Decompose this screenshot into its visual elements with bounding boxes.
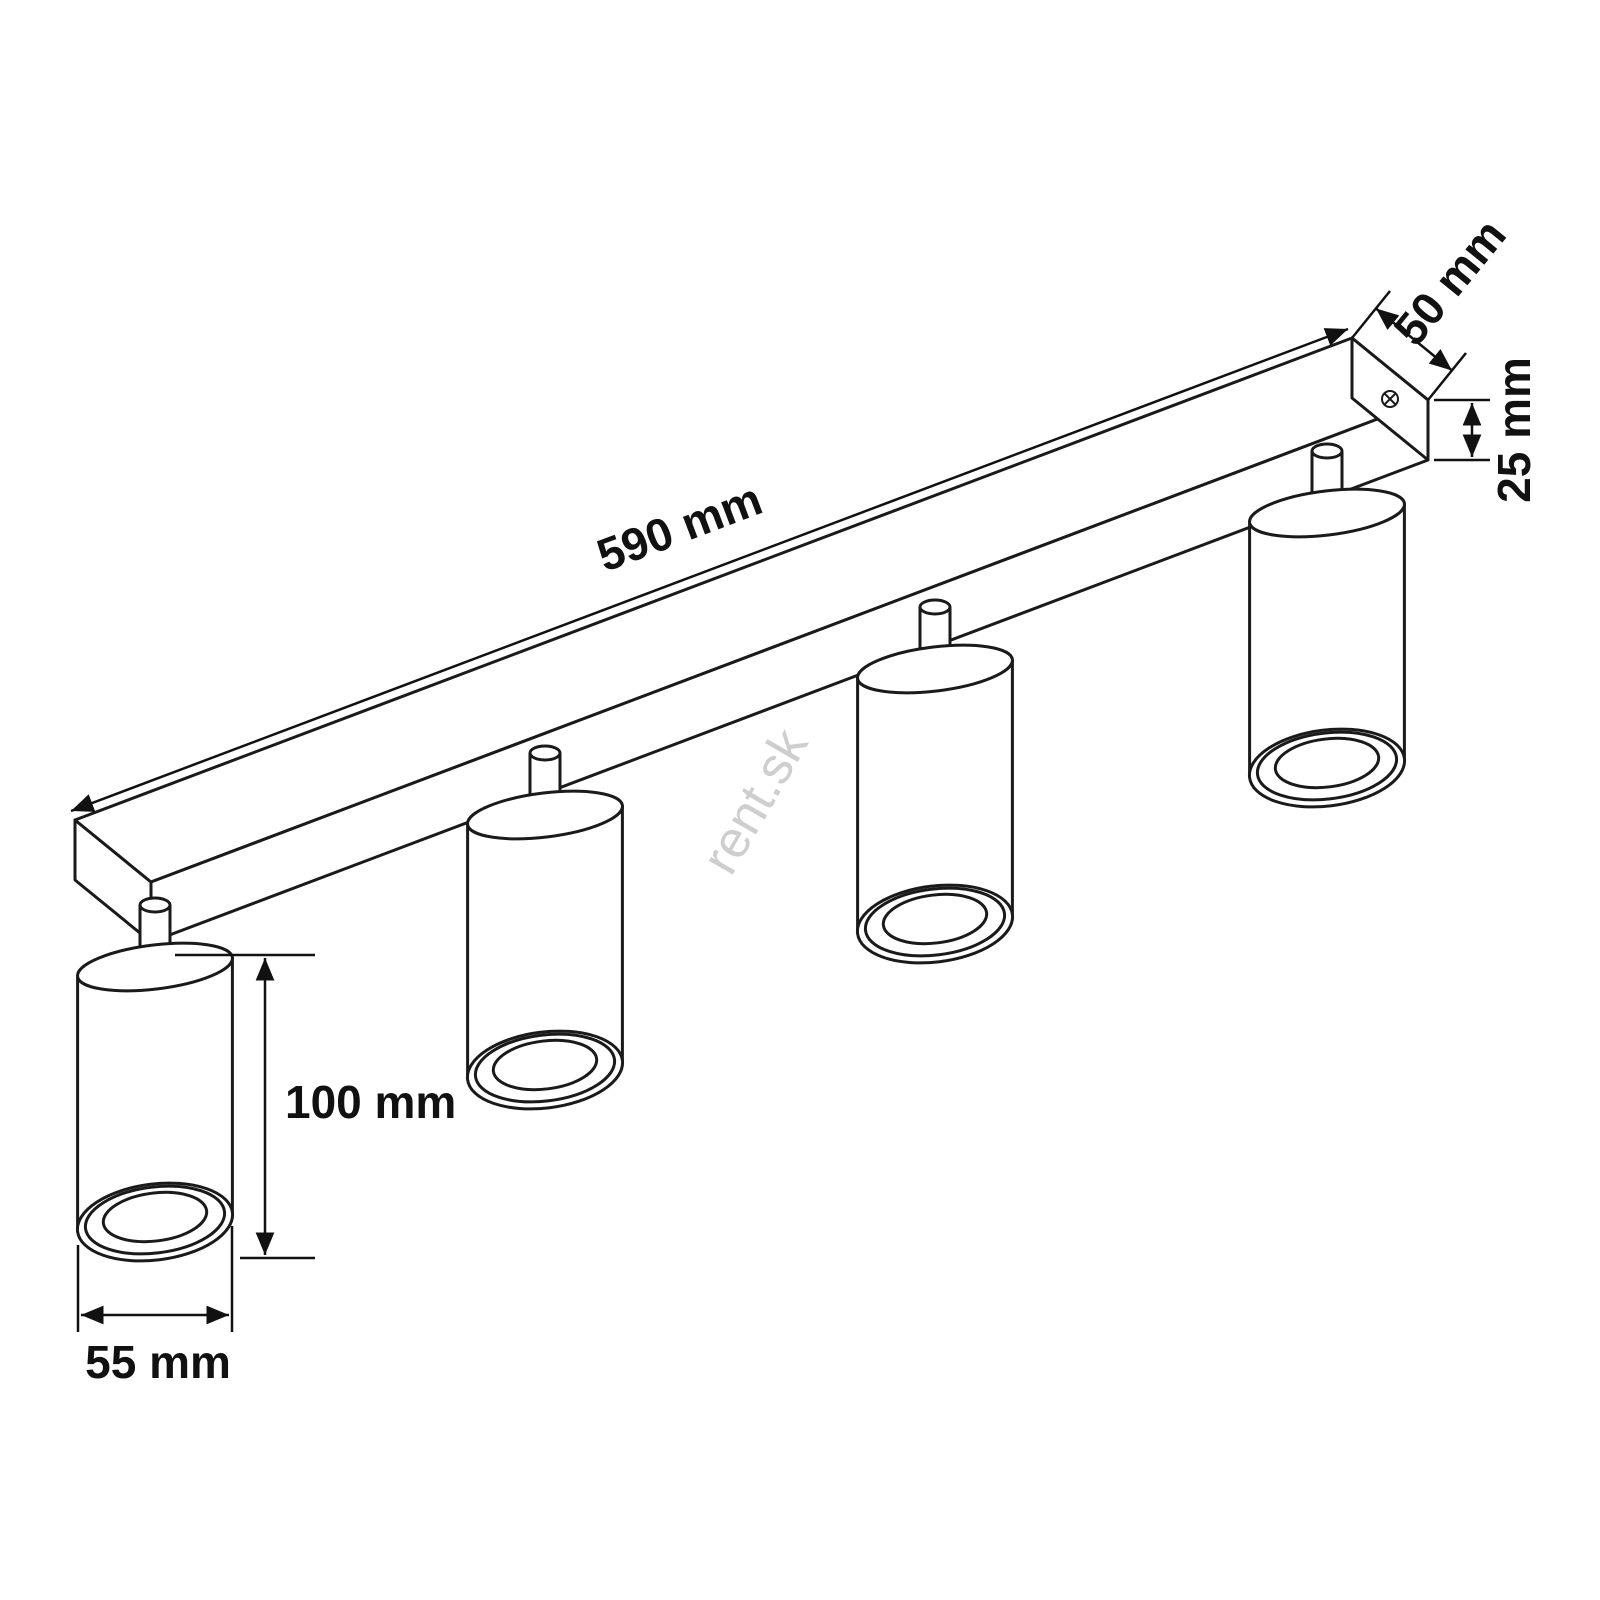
dim-label-bar-depth: 50 mm xyxy=(1383,209,1515,355)
dimension-bar-height: 25 mm xyxy=(1434,357,1540,503)
bar-front-face xyxy=(149,398,1430,944)
watermark-text: rent.sk xyxy=(691,719,820,884)
mounting-screw-icon xyxy=(1381,390,1399,408)
dim-label-bar-length: 590 mm xyxy=(590,472,769,581)
dimension-bar-length: 590 mm xyxy=(70,327,1349,813)
dim-label-spot-diameter: 55 mm xyxy=(85,1336,231,1388)
dimension-spot-diameter: 55 mm xyxy=(76,1226,234,1388)
dimension-spot-height: 100 mm xyxy=(175,953,456,1260)
dim-label-spot-height: 100 mm xyxy=(285,1076,456,1128)
spotlight-1 xyxy=(71,896,239,1271)
dim-label-bar-height: 25 mm xyxy=(1488,357,1540,503)
